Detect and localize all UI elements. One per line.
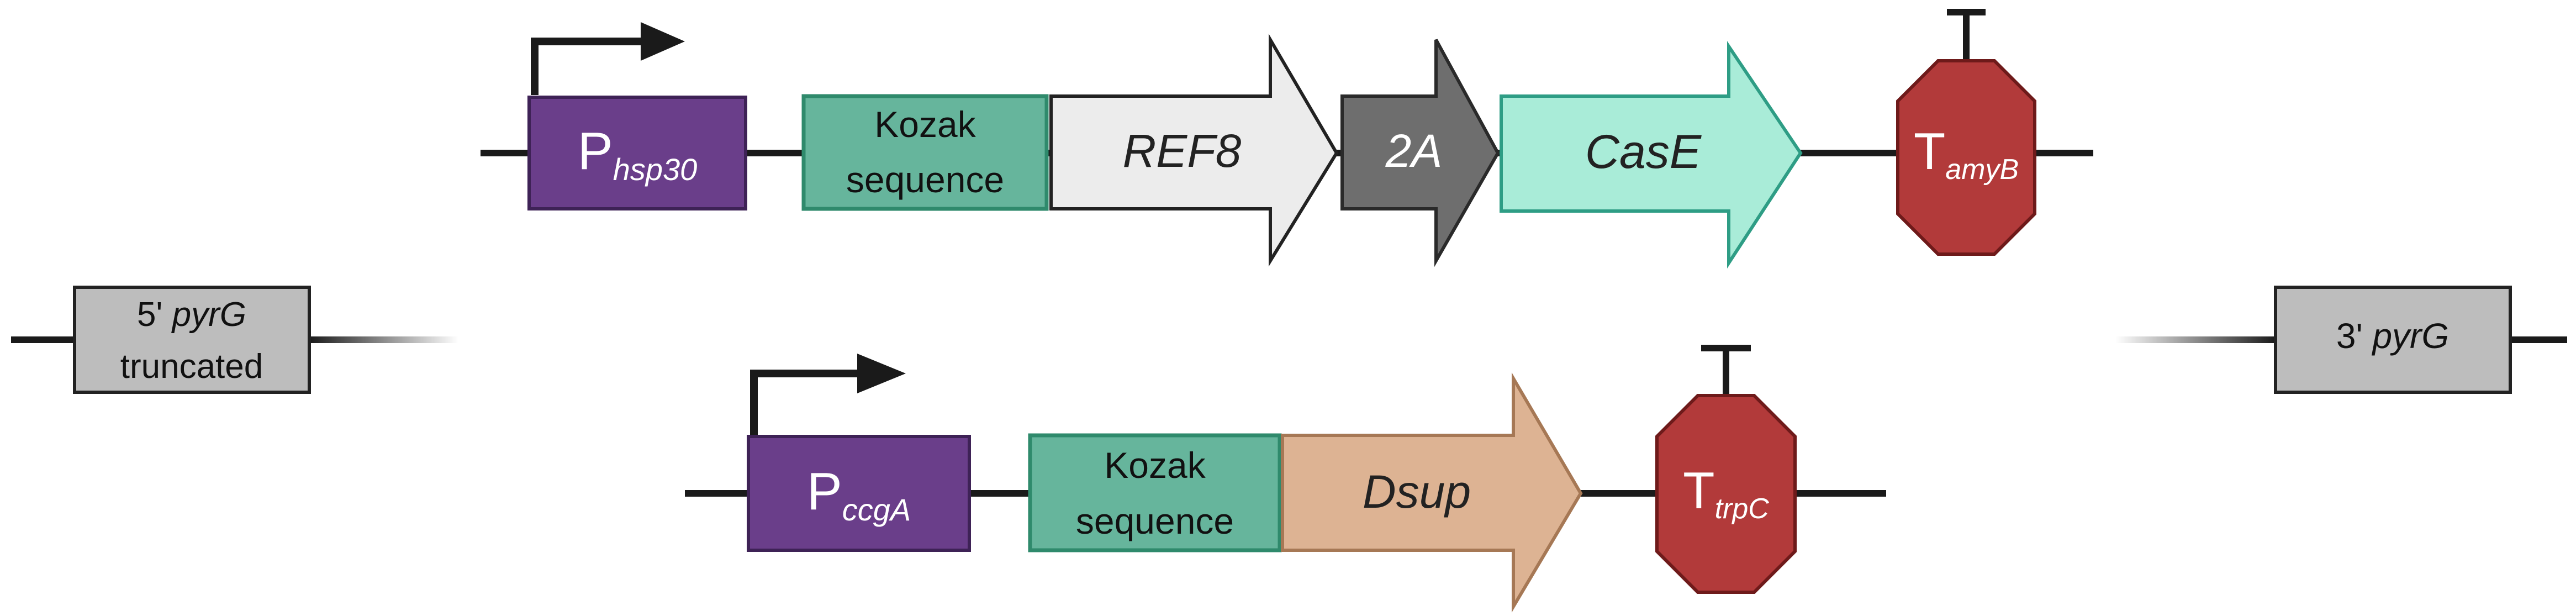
cassette-2-kozak-line1: Kozak xyxy=(1104,445,1206,486)
t2a-arrow-shape xyxy=(1340,39,1500,267)
cassette-1-kozak-line1: Kozak xyxy=(874,104,976,145)
terminator-octagon xyxy=(1896,59,2036,256)
cassette-1: Phsp30 Kozak sequence REF8 2A CasE xyxy=(481,9,2093,269)
cassette-2-promoter-box xyxy=(747,435,971,552)
flank-5-fade-line xyxy=(309,336,458,343)
cassette-2-kozak: Kozak sequence xyxy=(1028,433,1282,552)
flank-3-fade-line xyxy=(2115,336,2276,343)
cassette-2-promoter: PccgA xyxy=(747,354,971,552)
cassette-2-kozak-line2: sequence xyxy=(1076,501,1234,541)
flank-3-label: 3' pyrG xyxy=(2336,316,2449,356)
flank-3-box xyxy=(2274,286,2512,394)
terminator-t-icon xyxy=(1701,345,1751,396)
promoter-arrow-icon xyxy=(531,22,685,95)
t2a-label: 2A xyxy=(1385,125,1443,177)
cassette-1-promoter: Phsp30 xyxy=(527,22,747,210)
cassette-1-kozak-box xyxy=(801,94,1049,211)
ref8-arrow-shape xyxy=(1049,33,1339,267)
promoter-arrow-icon xyxy=(750,354,906,435)
cassette-1-terminator-label: TamyB xyxy=(1914,122,2019,186)
cassette-2-kozak-box xyxy=(1028,433,1282,552)
case-arrow-shape xyxy=(1500,41,1803,269)
cassette-1-promoter-label: Phsp30 xyxy=(578,122,698,187)
dsup-label: Dsup xyxy=(1363,466,1471,518)
cassette-1-gene-ref8: REF8 xyxy=(1049,33,1339,267)
cassette-1-gene-case: CasE xyxy=(1500,41,1803,269)
flank-5-line2: truncated xyxy=(120,348,263,386)
dsup-arrow-shape xyxy=(1281,372,1583,613)
flank-5-pyrg: 5' pyrG truncated xyxy=(11,286,458,394)
cassette-2-terminator-label: TtrpC xyxy=(1683,461,1769,525)
terminator-octagon xyxy=(1655,394,1797,594)
cassette-2: PccgA Kozak sequence Dsup TtrpC xyxy=(685,345,1886,613)
cassette-1-linker-2a: 2A xyxy=(1340,39,1500,267)
cassette-2-terminator: TtrpC xyxy=(1655,345,1797,594)
terminator-t-icon xyxy=(1947,9,1986,61)
cassette-2-gene-dsup: Dsup xyxy=(1281,372,1583,613)
case-label: CasE xyxy=(1585,125,1702,178)
cassette-2-promoter-label: PccgA xyxy=(807,462,911,527)
flank-5-box xyxy=(73,286,311,394)
cassette-1-promoter-box xyxy=(527,96,747,210)
ref8-label: REF8 xyxy=(1123,125,1242,177)
cassette-1-terminator: TamyB xyxy=(1896,9,2036,256)
cassette-1-kozak-line2: sequence xyxy=(846,159,1004,200)
flank-5-line1: 5' pyrG xyxy=(137,296,246,334)
cassette-1-kozak: Kozak sequence xyxy=(801,94,1049,211)
flank-3-pyrg: 3' pyrG xyxy=(2115,286,2567,394)
